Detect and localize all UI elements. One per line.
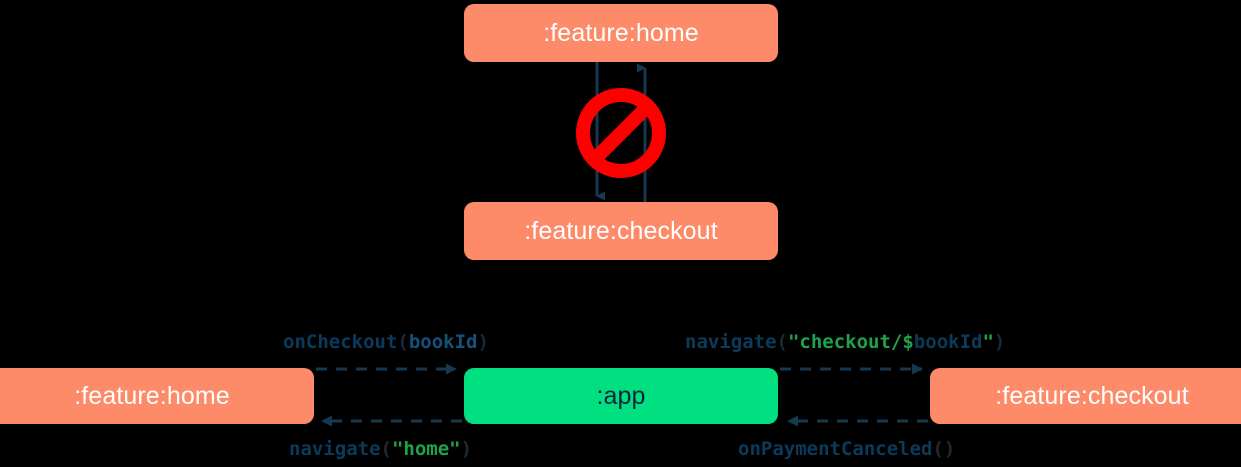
module-node-feature-home-top[interactable]: :feature:home xyxy=(464,4,778,62)
label-token-paren: ( xyxy=(776,331,788,353)
label-token-var: bookId xyxy=(913,331,983,353)
module-label: :feature:home xyxy=(74,381,230,410)
label-token-fn: onPaymentCanceled xyxy=(738,438,933,460)
label-token-paren: ) xyxy=(993,331,1006,353)
label-token-paren: ) xyxy=(460,438,473,460)
label-token-paren: ( xyxy=(397,331,409,353)
label-token-str: " xyxy=(982,331,994,353)
module-label: :app xyxy=(596,381,646,410)
label-token-paren: () xyxy=(932,438,956,460)
label-token-fn: onCheckout xyxy=(283,331,398,353)
module-node-app[interactable]: :app xyxy=(464,368,778,424)
forbidden-icon xyxy=(576,88,666,178)
module-node-feature-checkout-top[interactable]: :feature:checkout xyxy=(464,202,778,260)
label-token-str: "home" xyxy=(391,438,461,460)
edge-label-navigate-checkout: navigate("checkout/$bookId") xyxy=(685,331,1005,353)
edge-label-navigate-home: navigate("home") xyxy=(289,438,472,460)
label-token-paren: ( xyxy=(380,438,392,460)
edge-label-on-payment-canceled: onPaymentCanceled() xyxy=(738,438,955,460)
label-token-str: "checkout/$ xyxy=(787,331,914,353)
edge-label-on-checkout: onCheckout(bookId) xyxy=(283,331,489,353)
module-label: :feature:home xyxy=(543,18,699,47)
module-node-feature-checkout-bottom[interactable]: :feature:checkout xyxy=(930,368,1241,424)
module-label: :feature:checkout xyxy=(995,381,1189,410)
label-token-arg: bookId xyxy=(408,331,478,353)
module-label: :feature:checkout xyxy=(524,216,718,245)
label-token-paren: ) xyxy=(477,331,489,353)
label-token-fn: navigate xyxy=(685,331,777,353)
module-node-feature-home-bottom[interactable]: :feature:home xyxy=(0,368,314,424)
label-token-fn: navigate xyxy=(289,438,381,460)
